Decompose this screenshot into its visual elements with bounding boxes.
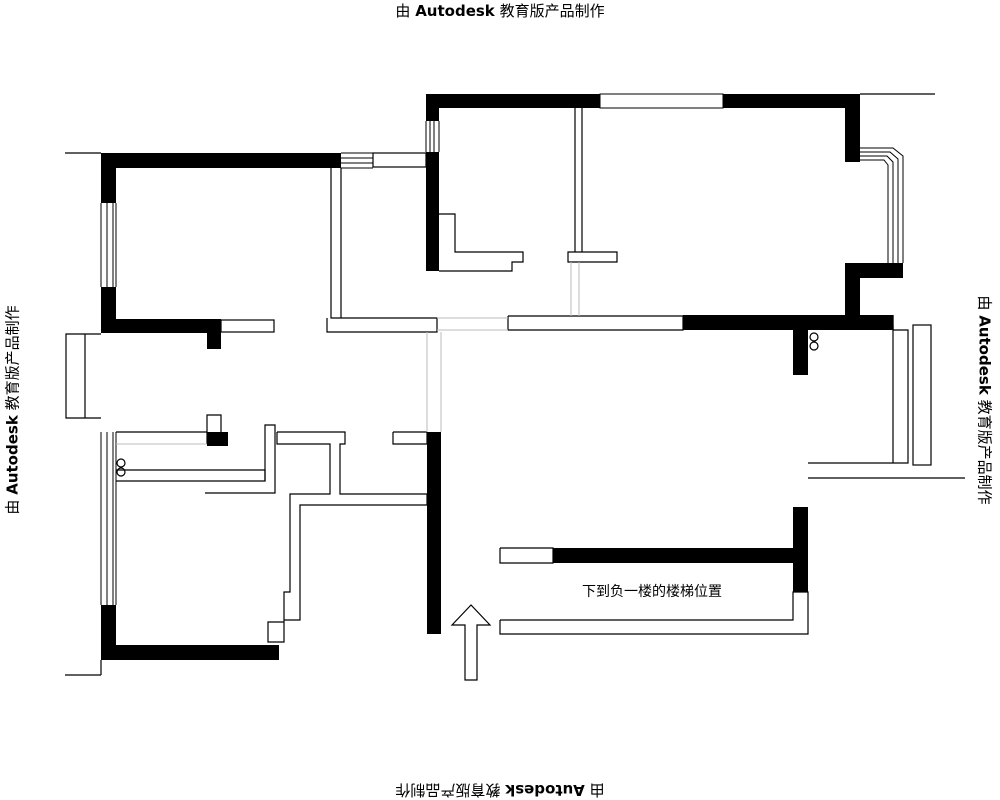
- solid-walls: [101, 94, 903, 660]
- windows: [100, 93, 904, 605]
- watermark-brand: Autodesk: [415, 2, 495, 20]
- stove-symbols: [116, 332, 819, 477]
- door-openings: [116, 262, 580, 445]
- watermark-top: 由 Autodesk 教育版产品制作: [0, 0, 1000, 21]
- watermark-suffix: 教育版产品制作: [499, 2, 605, 20]
- stair-location-label: 下到负一楼的楼梯位置: [582, 584, 722, 600]
- outline-walls: [65, 93, 965, 676]
- watermark-prefix: 由: [395, 2, 411, 20]
- entrance-arrow: [450, 604, 492, 681]
